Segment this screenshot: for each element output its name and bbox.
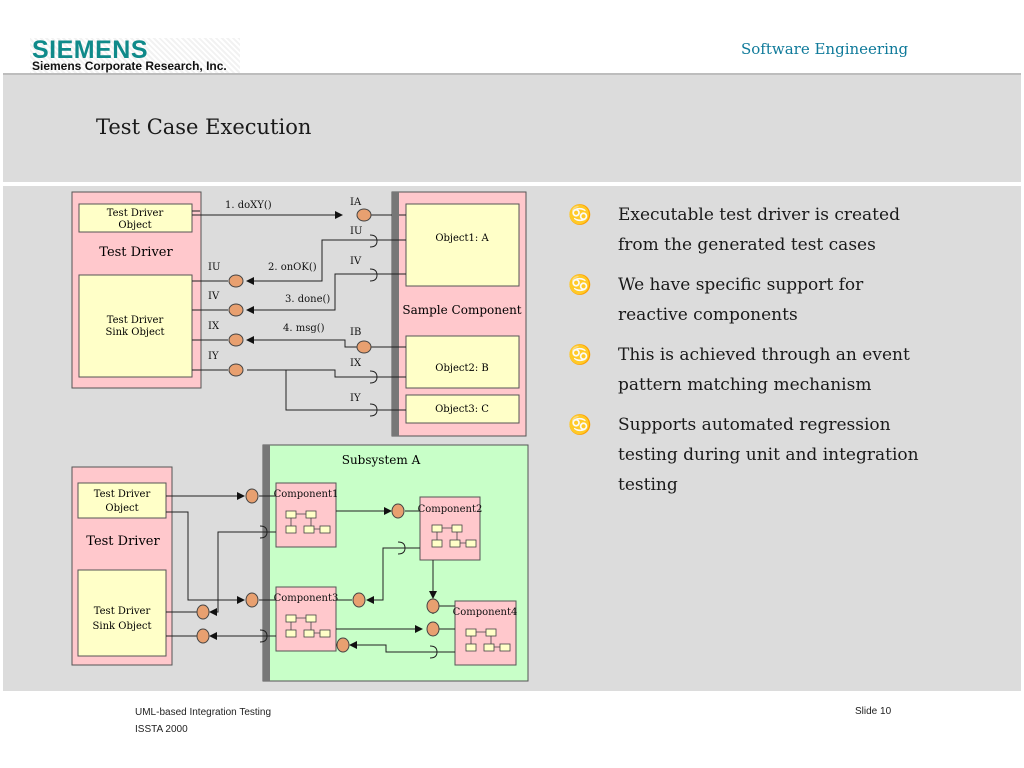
test-driver-object-line1: Test Driver <box>107 208 164 219</box>
bullet-item: ♋ Executable test driver is created from… <box>568 200 928 260</box>
object2-label: Object2: B <box>435 363 489 374</box>
slide-title: Test Case Execution <box>96 115 312 139</box>
component1-label: Component1 <box>274 489 339 500</box>
title-band-top-rule <box>3 73 1021 75</box>
bullet-item: ♋ This is achieved through an event patt… <box>568 340 928 400</box>
right-iface-ia: IA <box>350 197 362 208</box>
c3-provided-iface <box>245 592 259 608</box>
bullet-symbol-icon: ♋ <box>568 414 592 436</box>
component2-box <box>419 496 481 561</box>
object3-label: Object3: C <box>435 404 489 415</box>
left-iface-iu: IU <box>208 262 220 273</box>
sample-component-port-bar <box>392 192 399 436</box>
component2-label: Component2 <box>418 504 483 515</box>
iface-ib-node <box>356 340 372 354</box>
sample-component-label: Sample Component <box>402 303 521 317</box>
bullet-text: Supports automated regression testing du… <box>618 415 919 495</box>
iface-ix-node <box>228 333 244 347</box>
c3-right-iface <box>352 592 366 608</box>
bottom-test-driver-sink-line1: Test Driver <box>94 606 151 617</box>
bottom-diagram: Subsystem A Test Driver Object Test Driv… <box>71 444 529 682</box>
left-iface-ix: IX <box>208 321 220 332</box>
bullet-text: Executable test driver is created from t… <box>618 205 900 255</box>
right-iface-ix: IX <box>350 358 362 369</box>
bullet-text: We have specific support for reactive co… <box>618 275 864 325</box>
msg-onok: 2. onOK() <box>268 262 317 273</box>
test-driver-label: Test Driver <box>99 245 173 260</box>
iface-iv-node <box>228 303 244 317</box>
bottom-test-driver-object-line2: Object <box>105 503 138 514</box>
bottom-test-driver-object-line1: Test Driver <box>94 489 151 500</box>
component3-label: Component3 <box>274 593 339 604</box>
left-iface-iv: IV <box>208 291 220 302</box>
right-iface-iu: IU <box>350 226 362 237</box>
bottom-test-driver-object-box <box>77 482 167 519</box>
test-driver-sink-line1: Test Driver <box>107 315 164 326</box>
logo-texture <box>30 38 240 74</box>
c1-provided-iface <box>245 488 259 504</box>
iface-iy-node <box>228 363 244 377</box>
c3-lower-iface <box>336 637 350 653</box>
slide-number: Slide 10 <box>855 706 892 717</box>
logo-subtitle: Siemens Corporate Research, Inc. <box>32 59 227 73</box>
right-iface-ib: IB <box>350 327 361 338</box>
bottom-interface-nodes <box>196 488 440 653</box>
subsystem-port-bar <box>263 445 270 681</box>
footer-venue: ISSTA 2000 <box>135 724 188 735</box>
test-driver-sink-line2: Sink Object <box>106 327 165 338</box>
siemens-logo: SIEMENS Siemens Corporate Research, Inc. <box>30 38 240 74</box>
iface-ia-node <box>356 208 372 222</box>
component4-box <box>454 600 517 666</box>
logo-brand: SIEMENS <box>32 36 149 64</box>
component4-label: Component4 <box>453 607 518 618</box>
object1-box <box>405 203 520 287</box>
top-diagram: Test Driver Object Test Driver Test Driv… <box>71 191 527 437</box>
c4-second-iface <box>426 621 440 637</box>
top-interface-nodes <box>228 208 372 377</box>
bullet-item: ♋ We have specific support for reactive … <box>568 270 928 330</box>
right-iface-iy: IY <box>350 393 361 404</box>
footer-title: UML-based Integration Testing <box>135 707 272 718</box>
msg-msg: 4. msg() <box>283 323 325 334</box>
band-separator <box>3 182 1021 186</box>
object2-box <box>405 335 520 389</box>
bullet-symbol-icon: ♋ <box>568 274 592 296</box>
bottom-test-driver-sink-box <box>77 569 167 657</box>
right-iface-iv: IV <box>350 256 362 267</box>
bullet-symbol-icon: ♋ <box>568 204 592 226</box>
sink-iface-2 <box>196 628 210 644</box>
subsystem-label: Subsystem A <box>342 453 421 467</box>
c4-provided-iface <box>426 598 440 614</box>
bullet-text: This is achieved through an event patter… <box>618 345 910 395</box>
bullet-list: ♋ Executable test driver is created from… <box>568 200 928 510</box>
test-driver-sink-box <box>78 274 193 378</box>
msg-doxy: 1. doXY() <box>225 200 272 211</box>
c2-provided-iface <box>391 503 405 519</box>
bottom-test-driver-label: Test Driver <box>86 534 160 549</box>
bottom-test-driver-sink-line2: Sink Object <box>93 621 152 632</box>
msg-done: 3. done() <box>285 294 330 305</box>
object3-box <box>405 394 520 424</box>
bullet-symbol-icon: ♋ <box>568 344 592 366</box>
bullet-item: ♋ Supports automated regression testing … <box>568 410 928 500</box>
sink-iface-1 <box>196 604 210 620</box>
title-band <box>3 73 1021 182</box>
header-section-title: Software Engineering <box>741 40 909 58</box>
left-iface-iy: IY <box>208 351 219 362</box>
object1-label: Object1: A <box>435 233 489 244</box>
iface-iu-node <box>228 274 244 288</box>
test-driver-object-line2: Object <box>118 220 151 231</box>
test-driver-object-box <box>78 203 193 233</box>
